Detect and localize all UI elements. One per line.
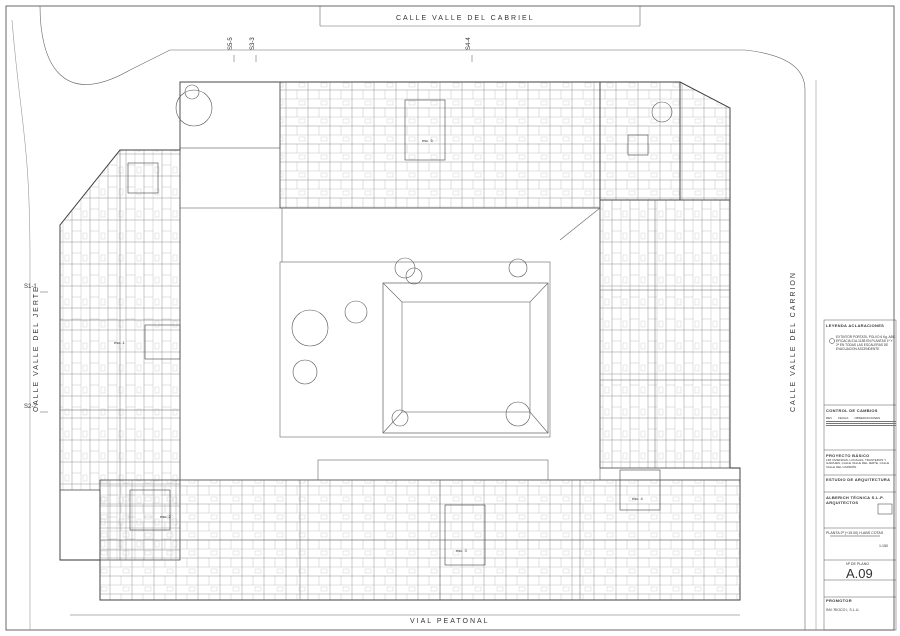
plan-number-section: Nº DE PLANO A.09: [826, 562, 896, 580]
trees: [175, 84, 673, 427]
promoter-title: PROMOTOR: [826, 598, 852, 603]
promoter-section: PROMOTOR INV. RIOCO I, S.L.U.: [826, 598, 896, 612]
firm-sub: ARQUITECTOS: [826, 499, 859, 505]
east-wing: [599, 199, 731, 469]
core-label-esc3: esc. 3: [456, 548, 467, 553]
section-s33: S3-3: [250, 37, 256, 50]
plan-label: Nº DE PLANO: [846, 562, 870, 566]
core-esc4: [619, 469, 661, 511]
core-esc3: [444, 504, 486, 566]
core-esc5: [404, 99, 446, 161]
section-s22: S2-2: [24, 404, 37, 410]
street-edges: [11, 5, 817, 630]
drawing-section: PLANTA 2ª (+15.00) H.ABS COTAS 1:150: [826, 531, 896, 548]
core-esc1: [144, 324, 181, 360]
section-s44: S4-4: [466, 37, 472, 50]
firm-name: ALBERICH TÉCNICA S.L.P.: [826, 495, 885, 500]
changes-col-rev: REV: [826, 415, 833, 420]
core-label-esc5: esc. 5: [422, 138, 433, 143]
drawing-name: PLANTA 2ª (+15.00) H.ABS COTAS: [826, 531, 884, 535]
title-block-frame: [823, 319, 897, 631]
street-north-label: CALLE VALLE DEL CABRIEL: [396, 15, 535, 22]
project-desc: 138 VIVIENDAS, LOCALES, TRASTEROS Y GARA…: [826, 457, 890, 470]
core-label-esc2: esc. 2: [160, 514, 171, 519]
firm-section: ALBERICH TÉCNICA S.L.P. ARQUITECTOS: [826, 495, 896, 505]
street-west-label: CALLE VALLE DEL JERTE: [33, 285, 40, 412]
core-label-esc4: esc. 4: [632, 496, 643, 501]
legend-section: LEYENDA ACLARACIONES EXTINTOR PORTATIL P…: [826, 323, 896, 351]
changes-col-notes: OBSERVACIONES: [854, 415, 881, 420]
street-east-label: CALLE VALLE DEL CARRION: [790, 271, 797, 412]
courtyard: [179, 207, 601, 481]
street-south-label: VIAL PEATONAL: [410, 618, 490, 625]
changes-title: CONTROL DE CAMBIOS: [826, 408, 878, 413]
promoter-name: INV. RIOCO I, S.L.U.: [826, 607, 860, 612]
studio-title: ESTUDIO DE ARQUITECTURA: [826, 477, 891, 482]
section-s55: S5-5: [228, 37, 234, 50]
scale-text: 1:150: [879, 543, 888, 548]
legend-text: EXTINTOR PORTATIL POLVO 6 Kg. ABC. EFICA…: [836, 334, 896, 351]
project-type: PROYECTO BÁSICO: [826, 453, 870, 458]
plan-number: A.09: [846, 565, 873, 581]
core-label-esc1: esc. 1: [114, 340, 125, 345]
core-esc2: [129, 489, 171, 531]
changes-col-date: FECHA: [838, 415, 849, 420]
project-section: PROYECTO BÁSICO 138 VIVIENDAS, LOCALES, …: [826, 453, 896, 470]
legend-title: LEYENDA ACLARACIONES: [826, 323, 885, 328]
studio-section: ESTUDIO DE ARQUITECTURA: [826, 477, 896, 483]
section-s11: S1-1: [24, 284, 37, 290]
section-markers: [40, 55, 473, 413]
changes-section: CONTROL DE CAMBIOS REV FECHA OBSERVACION…: [826, 408, 896, 427]
north-wing: [279, 81, 601, 209]
